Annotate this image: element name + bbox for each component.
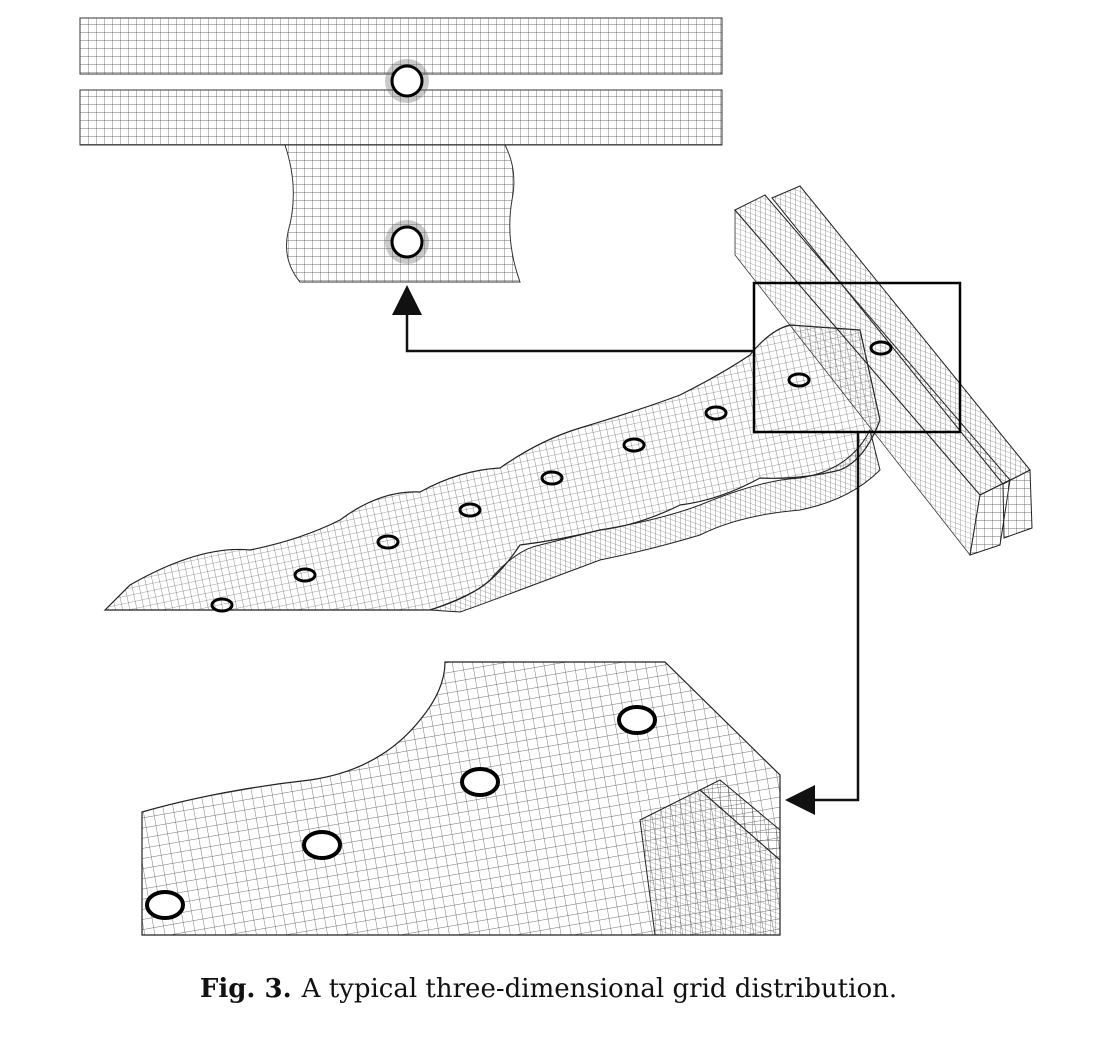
figure-grid-distribution: [79, 17, 1033, 936]
figure-caption: Fig. 3. A typical three-dimensional grid …: [0, 965, 1097, 1013]
top-view-hole-2: [385, 220, 429, 264]
zoomed-view-holes: [145, 705, 657, 920]
arrow-to-zoomed-view: [785, 432, 860, 815]
caption-text: A typical three-dimensional grid distrib…: [301, 974, 898, 1004]
top-plan-view-panel: [79, 17, 723, 283]
full-3d-view-panel: [103, 185, 1033, 613]
full-view-holes: [210, 340, 893, 613]
arrow-to-top-view: [392, 285, 754, 353]
top-view-hole-1: [385, 59, 429, 103]
caption-label: Fig. 3.: [199, 974, 292, 1004]
zoomed-3d-view-panel: [141, 661, 781, 936]
